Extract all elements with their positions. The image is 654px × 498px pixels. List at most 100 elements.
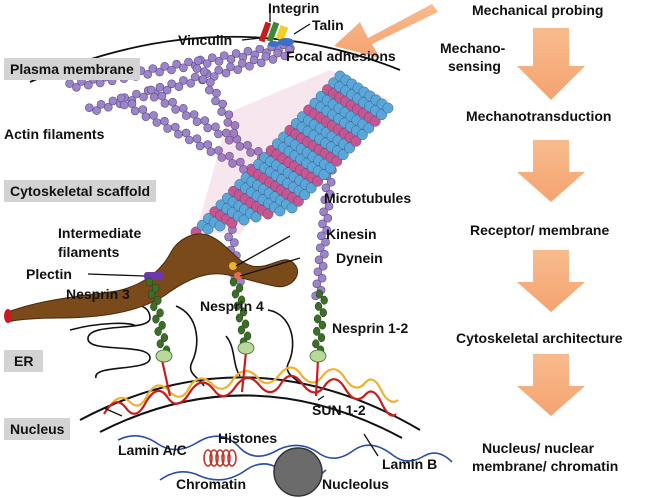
actin-bead bbox=[243, 46, 253, 56]
actin-bead bbox=[218, 99, 227, 109]
label-focal-adhesions: Focal adhesions bbox=[286, 48, 396, 64]
actin-bead bbox=[214, 146, 223, 155]
actin-bead bbox=[318, 219, 327, 229]
actin-bead bbox=[214, 129, 223, 139]
actin-bead bbox=[189, 110, 199, 119]
actin-bead bbox=[211, 122, 220, 132]
actin-bead bbox=[236, 157, 245, 167]
nesprin-segment bbox=[235, 283, 244, 293]
actin-bead bbox=[229, 128, 239, 138]
nesprin-segment bbox=[160, 333, 169, 343]
actin-bead bbox=[324, 201, 334, 211]
actin-bead bbox=[130, 106, 140, 116]
microtubule-subunit bbox=[324, 162, 336, 174]
microtubule-subunit bbox=[299, 189, 311, 201]
actin-bead bbox=[206, 147, 216, 156]
actin-bead bbox=[116, 93, 126, 103]
nesprin-segment bbox=[235, 313, 244, 323]
label-nesprin4: Nesprin 4 bbox=[200, 298, 264, 314]
actin-bead bbox=[214, 65, 223, 75]
nesprin-segment bbox=[233, 301, 242, 311]
microtubule-subunit bbox=[350, 135, 362, 147]
microtubule-subunit bbox=[262, 208, 274, 220]
actin-bead bbox=[321, 183, 331, 193]
histone-coil bbox=[203, 449, 237, 467]
region-plasma-membrane: Plasma membrane bbox=[4, 58, 140, 80]
nesprin-segment bbox=[145, 277, 154, 287]
nesprin-segment bbox=[237, 325, 246, 335]
label-intermediate-2: filaments bbox=[58, 244, 120, 260]
actin-bead bbox=[192, 134, 202, 143]
label-microtubules: Microtubules bbox=[324, 190, 412, 206]
probing-arrow bbox=[334, 4, 438, 58]
actin-bead bbox=[193, 56, 203, 66]
actin-bead bbox=[255, 44, 265, 54]
actin-bead bbox=[230, 238, 239, 247]
actin-bead bbox=[85, 103, 94, 112]
nesprin-segment bbox=[319, 308, 327, 318]
actin-bead bbox=[163, 124, 172, 133]
actin-bead bbox=[190, 72, 200, 82]
microtubule-subunit bbox=[318, 169, 330, 181]
actin-bead bbox=[273, 48, 282, 58]
actin-bead bbox=[268, 55, 278, 64]
nesprin-segment bbox=[237, 295, 246, 305]
flow-arrow-2 bbox=[517, 140, 585, 202]
actin-bead bbox=[172, 59, 181, 69]
focal-adhesion-complex bbox=[258, 21, 294, 47]
label-vinculin: Vinculin bbox=[178, 32, 233, 48]
actin-bead bbox=[249, 55, 259, 65]
actin-bead bbox=[160, 99, 170, 108]
actin-bead bbox=[162, 85, 172, 95]
label-dynein: Dynein bbox=[336, 250, 383, 266]
actin-bead bbox=[202, 59, 212, 68]
label-integrin: Integrin bbox=[268, 0, 320, 16]
actin-bead bbox=[256, 58, 266, 68]
flow-mechanosensing-line2: sensing bbox=[448, 58, 501, 74]
flow-step-receptor-membrane: Receptor/ membrane bbox=[470, 222, 610, 238]
region-nucleus: Nucleus bbox=[4, 418, 71, 440]
actin-bead bbox=[212, 88, 221, 98]
nesprin-segment bbox=[229, 277, 238, 287]
actin-bead bbox=[208, 53, 217, 63]
microtubule-subunit bbox=[250, 211, 262, 223]
actin-bead bbox=[148, 64, 158, 73]
actin-bead bbox=[108, 96, 118, 106]
label-nesprin12: Nesprin 1-2 bbox=[332, 320, 409, 336]
actin-bead bbox=[152, 118, 162, 127]
actin-bead bbox=[214, 56, 224, 66]
actin-bead bbox=[318, 261, 328, 271]
dynein-motor bbox=[234, 272, 242, 280]
intermediate-filament-end bbox=[4, 309, 12, 323]
actin-bead bbox=[120, 100, 129, 110]
nesprin-kash-domain bbox=[237, 341, 255, 355]
microtubule-subunit bbox=[331, 155, 343, 167]
microtubule-subunit bbox=[344, 142, 355, 154]
nesprin-segment bbox=[156, 308, 164, 318]
actin-bead bbox=[203, 140, 213, 149]
nesprin-segment bbox=[314, 301, 323, 311]
actin-bead bbox=[127, 99, 137, 108]
label-leader-lines bbox=[87, 12, 379, 457]
actin-bead bbox=[132, 89, 141, 99]
nesprin-segment bbox=[152, 314, 160, 324]
label-talin: Talin bbox=[312, 17, 344, 33]
nesprin-kash-domain bbox=[309, 349, 327, 363]
actin-bead bbox=[157, 91, 167, 101]
actin-bead bbox=[320, 195, 330, 205]
actin-bead bbox=[203, 123, 212, 133]
actin-bead bbox=[186, 79, 195, 88]
actin-bead bbox=[155, 82, 165, 92]
actin-bead bbox=[313, 267, 323, 277]
label-chromatin: Chromatin bbox=[176, 476, 246, 492]
actin-bead bbox=[238, 58, 247, 68]
actin-bead bbox=[138, 105, 148, 114]
nesprin-segment bbox=[239, 307, 248, 317]
microtubule-subunit bbox=[292, 195, 304, 207]
actin-bead bbox=[312, 279, 322, 289]
actin-bead bbox=[141, 112, 151, 121]
actin-bead bbox=[205, 85, 214, 95]
actin-bead bbox=[182, 111, 191, 120]
lamin-ac-network bbox=[103, 374, 397, 417]
